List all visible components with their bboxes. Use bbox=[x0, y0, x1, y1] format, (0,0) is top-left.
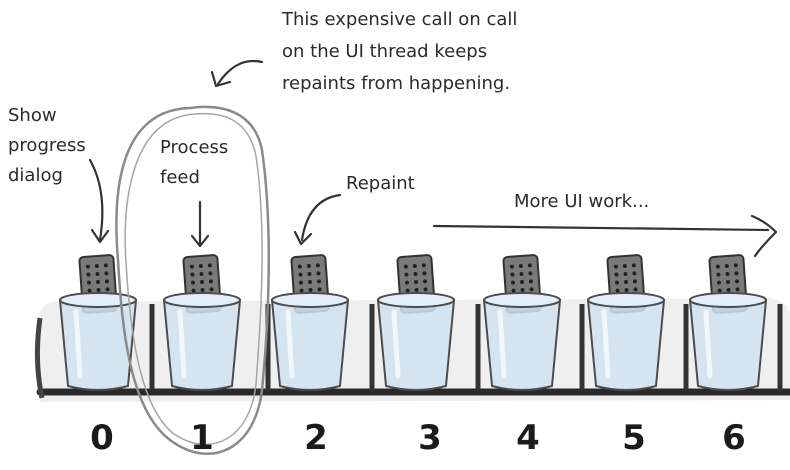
callout-arrow-icon bbox=[218, 61, 262, 84]
cup-icon bbox=[378, 300, 454, 390]
cup-icon bbox=[588, 300, 664, 390]
cup-with-remote-6 bbox=[690, 255, 766, 390]
callout-text-line-2: on the UI thread keeps bbox=[282, 40, 487, 64]
more-work-arrow-icon bbox=[434, 226, 768, 230]
process-label-line-1: Process bbox=[160, 136, 228, 160]
slot-number-6: 6 bbox=[704, 418, 764, 458]
cup-rim bbox=[164, 293, 240, 307]
cup-icon bbox=[272, 300, 348, 390]
cup-rim bbox=[378, 293, 454, 307]
slot-number-4: 4 bbox=[498, 418, 558, 458]
cup-rim bbox=[272, 293, 348, 307]
slot-number-2: 2 bbox=[286, 418, 346, 458]
callout-text-line-1: This expensive call on call bbox=[282, 8, 517, 32]
slot-number-3: 3 bbox=[400, 418, 460, 458]
cup-rim bbox=[60, 293, 136, 307]
show-label-line-3: dialog bbox=[8, 164, 63, 188]
show-label-line-2: progress bbox=[8, 134, 86, 158]
cup-icon bbox=[484, 300, 560, 390]
callout-text-line-3: repaints from happening. bbox=[282, 72, 510, 96]
show-label-line-1: Show bbox=[8, 104, 57, 128]
cup-icon bbox=[60, 300, 136, 390]
slot-number-0: 0 bbox=[72, 418, 132, 458]
cup-rim bbox=[690, 293, 766, 307]
cup-rim bbox=[484, 293, 560, 307]
process-label-line-2: feed bbox=[160, 166, 200, 190]
cup-icon bbox=[690, 300, 766, 390]
show-arrow-icon bbox=[90, 160, 102, 240]
slot-number-5: 5 bbox=[604, 418, 664, 458]
repaint-arrow-icon bbox=[302, 195, 340, 240]
cup-with-remote-1 bbox=[164, 255, 240, 390]
more-work-label: More UI work... bbox=[514, 190, 649, 214]
repaint-label: Repaint bbox=[346, 172, 415, 196]
cup-with-remote-3 bbox=[378, 255, 454, 390]
cup-with-remote-2 bbox=[272, 255, 348, 390]
cup-icon bbox=[164, 300, 240, 390]
slot-number-1: 1 bbox=[172, 418, 232, 458]
cup-rim bbox=[588, 293, 664, 307]
cup-with-remote-5 bbox=[588, 255, 664, 390]
cup-with-remote-4 bbox=[484, 255, 560, 390]
